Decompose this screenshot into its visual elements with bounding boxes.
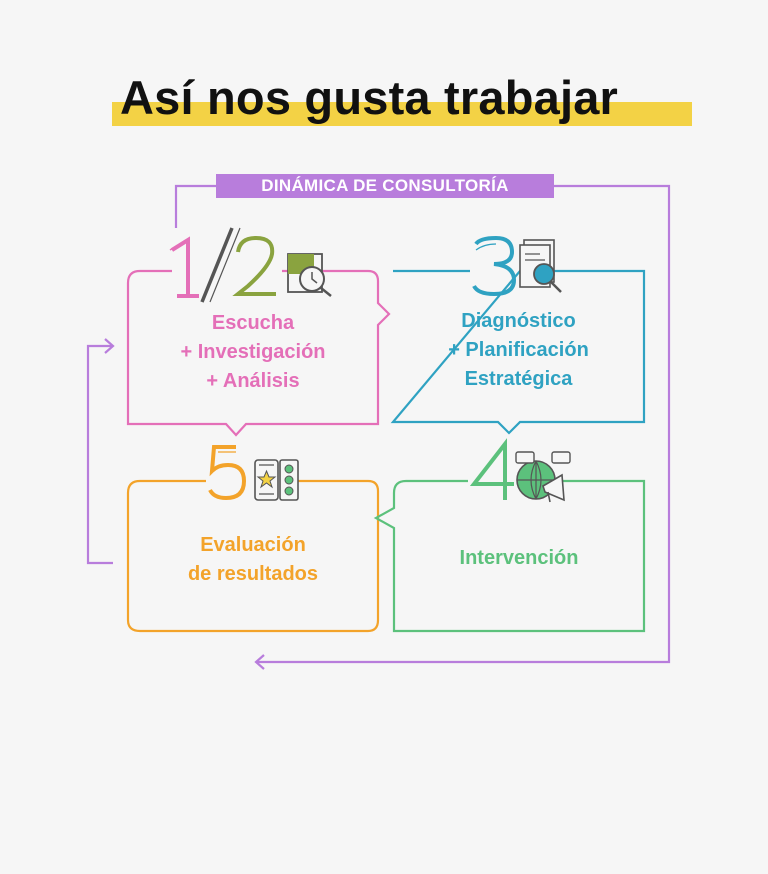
step-label-diagnostico: Diagnóstico + Planificación Estratégica: [448, 310, 589, 390]
analysis-icon: [287, 253, 332, 297]
step-label-intervencion: Intervención: [459, 547, 579, 569]
box-intervencion: [373, 479, 646, 633]
document-search-icon: [519, 239, 562, 293]
mobile-rating-icon: [254, 459, 299, 501]
step-number-5: [208, 445, 247, 501]
step-label-escucha: Escucha + Investigación + Análisis: [180, 312, 326, 392]
title-highlight: [112, 102, 692, 126]
step-number-3: [472, 235, 517, 297]
title-block: Así nos gusta trabajar: [112, 68, 692, 130]
loop-arrow-bottom: [254, 654, 265, 670]
page-title: Así nos gusta trabajar: [120, 71, 619, 124]
feedback-loop: [86, 184, 671, 670]
step-label-evaluacion: Evaluación de resultados: [187, 534, 319, 585]
step-number-4: [469, 438, 514, 500]
box-diagnostico: [390, 269, 646, 435]
step-number-1-2: [169, 227, 276, 303]
box-escucha: [126, 269, 391, 437]
loop-arrow-left: [104, 338, 115, 354]
globe-megaphone-icon: [515, 451, 571, 503]
box-evaluacion: [126, 479, 380, 633]
consulting-dynamics-caption: DINÁMICA DE CONSULTORÍA: [216, 174, 554, 198]
